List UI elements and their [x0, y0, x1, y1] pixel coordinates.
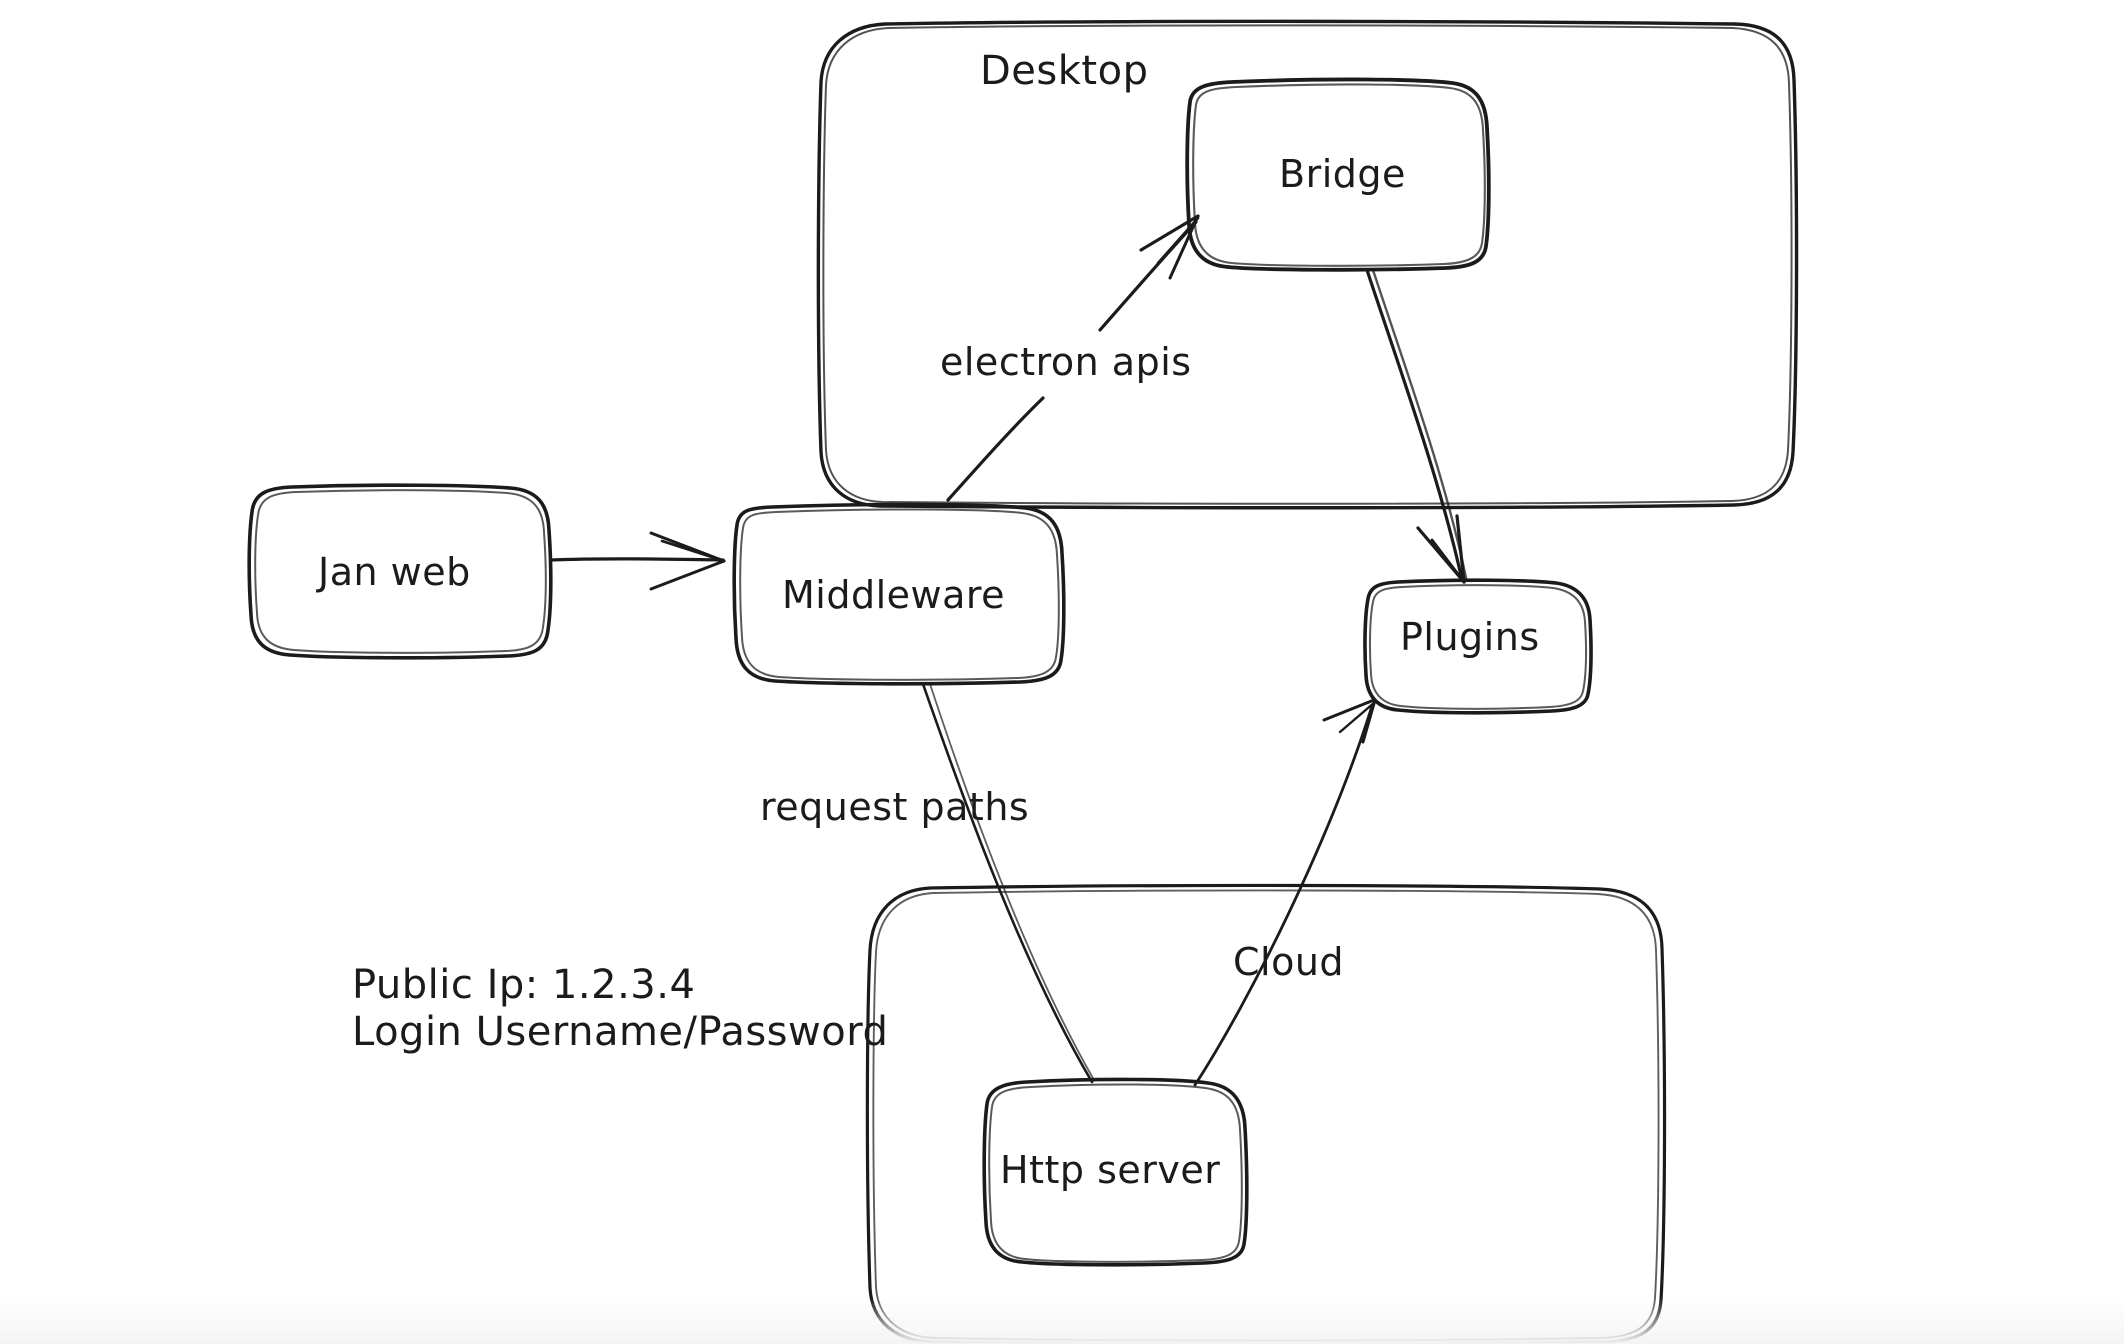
node-bridge-outline — [1185, 77, 1491, 272]
edge-label-request-paths: request paths — [760, 785, 1030, 829]
group-label-cloud: Cloud — [1233, 940, 1345, 984]
edge-middleware-to-httpserver — [921, 682, 1095, 1084]
node-label-http-server[interactable]: Http server — [1000, 1148, 1221, 1192]
node-label-bridge[interactable]: Bridge — [1279, 152, 1406, 196]
note-login-credentials: Login Username/Password — [352, 1009, 889, 1056]
edge-bridge-to-plugins — [1365, 268, 1468, 584]
edge-janweb-to-middleware — [549, 531, 726, 591]
node-label-jan-web[interactable]: Jan web — [318, 550, 471, 594]
node-http-server-outline — [982, 1077, 1249, 1267]
node-label-plugins[interactable]: Plugins — [1400, 615, 1540, 659]
node-jan-web-outline — [247, 483, 553, 660]
group-desktop-outline — [816, 19, 1799, 510]
group-label-desktop: Desktop — [980, 48, 1149, 94]
edge-httpserver-to-plugins — [1193, 698, 1377, 1087]
node-middleware-outline — [732, 502, 1066, 686]
edge-middleware-to-bridge — [946, 214, 1200, 502]
note-public-ip: Public Ip: 1.2.3.4 — [352, 962, 696, 1008]
edge-label-electron-apis: electron apis — [940, 340, 1192, 384]
node-label-middleware[interactable]: Middleware — [782, 573, 1006, 617]
node-plugins-outline — [1363, 578, 1593, 715]
credentials-note: Public Ip: 1.2.3.4 Login Username/Passwo… — [352, 962, 888, 1056]
